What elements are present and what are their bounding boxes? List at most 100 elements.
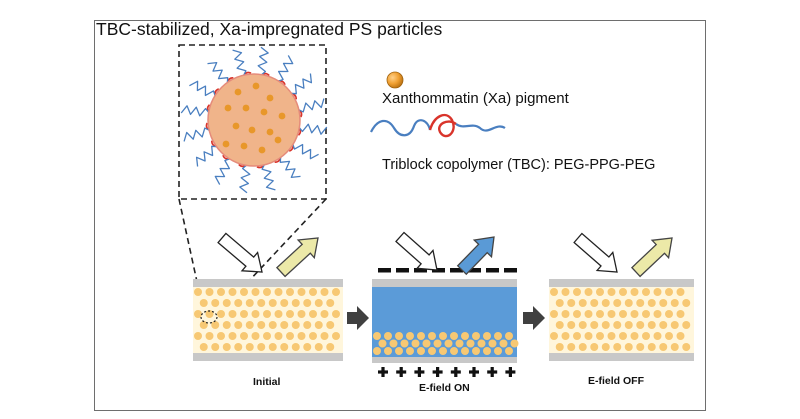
pigment-particle <box>263 288 271 296</box>
pigment-particle <box>263 332 271 340</box>
pigment-particle <box>561 288 570 296</box>
pigment-particle <box>665 332 673 340</box>
pigment-particle <box>194 310 202 318</box>
pigment-dot <box>248 126 256 134</box>
pigment-particle <box>314 343 323 351</box>
pigment-particle <box>624 343 633 351</box>
pigment-particle <box>286 332 294 340</box>
pigment-particle <box>268 299 277 307</box>
pigment-particle <box>619 332 627 340</box>
xa-legend-label: Xanthommatin (Xa) pigment <box>382 90 569 107</box>
pigment-particle <box>245 321 254 329</box>
peg-chain <box>214 157 231 185</box>
pigment-particle <box>245 299 254 307</box>
peg-chain <box>297 98 325 113</box>
pigment-particle <box>670 299 679 307</box>
hollow-arrow-icon <box>395 231 438 271</box>
process-arrow-icon <box>347 306 369 330</box>
pigment-dot <box>258 146 266 154</box>
figure-title: TBC-stabilized, Xa-impregnated PS partic… <box>96 19 443 39</box>
pigment-particle <box>653 288 662 296</box>
peg-chain <box>261 163 276 191</box>
pigment-particle <box>309 288 317 296</box>
pigment-particle <box>245 343 254 351</box>
pigment-particle <box>314 299 323 307</box>
pigment-dot <box>242 104 250 112</box>
pigment-particle <box>211 321 220 329</box>
pigment-particle <box>682 321 691 329</box>
pigment-particle <box>584 332 593 340</box>
pigment-particle <box>647 299 656 307</box>
pigment-particle <box>400 339 409 348</box>
plus-signs <box>378 367 516 377</box>
pigment-particle <box>194 332 202 340</box>
pigment-particle <box>303 343 312 351</box>
pigment-dot <box>266 94 274 102</box>
pigment-particle <box>234 321 243 329</box>
pigment-particle <box>505 347 513 355</box>
pigment-particle <box>676 332 685 340</box>
pigment-particle <box>444 339 453 348</box>
pigment-particle <box>268 321 277 329</box>
pigment-particle <box>320 288 329 296</box>
pigment-particle <box>303 321 312 329</box>
pigment-particle <box>676 288 685 296</box>
pigment-particle <box>601 343 610 351</box>
pigment-particle <box>483 332 491 340</box>
tbc-chain-icon <box>370 113 506 138</box>
plus-sign-icon <box>432 367 443 377</box>
pigment-particle <box>466 339 475 348</box>
pigment-particle <box>550 332 558 340</box>
incident-arrows <box>217 231 618 273</box>
pigment-particle <box>578 343 587 351</box>
minus-sign-icon <box>378 268 391 273</box>
pigment-dot <box>266 128 274 136</box>
pigment-particle <box>461 332 469 340</box>
pigment-particle <box>461 347 469 355</box>
pigment-particle <box>619 288 627 296</box>
plus-sign-icon <box>396 367 407 377</box>
pigment-particle <box>676 310 685 318</box>
peg-chain <box>180 105 210 117</box>
pigment-particle <box>199 321 208 329</box>
pigment-particle <box>665 310 673 318</box>
pigment-particle <box>567 343 576 351</box>
pigment-particle <box>555 299 564 307</box>
pigment-particle <box>211 343 220 351</box>
pigment-particle <box>642 310 650 318</box>
tbc-legend-label: Triblock copolymer (TBC): PEG-PPG-PEG <box>382 157 656 173</box>
pigment-particle <box>567 299 576 307</box>
pigment-particle <box>297 288 306 296</box>
pigment-particle <box>494 347 502 355</box>
pigment-particle <box>596 332 604 340</box>
pigment-particle <box>584 288 593 296</box>
minus-sign-icon <box>414 268 427 273</box>
pigment-particle <box>578 299 587 307</box>
pigment-particle <box>297 332 306 340</box>
pigment-particle <box>222 321 231 329</box>
minus-sign-icon <box>468 268 481 273</box>
pigment-particle <box>280 321 289 329</box>
pigment-particle <box>653 310 662 318</box>
pigment-particle <box>488 339 497 348</box>
pigment-particle <box>613 343 622 351</box>
peg-chain <box>207 61 229 84</box>
pigment-particle <box>332 332 340 340</box>
pigment-particle <box>291 299 300 307</box>
pigment-particle <box>422 339 431 348</box>
peg-chain <box>279 156 301 179</box>
minus-sign-icon <box>486 268 499 273</box>
pigment-particle <box>222 299 231 307</box>
pigment-particle <box>228 332 237 340</box>
pigment-particle <box>472 332 480 340</box>
peg-chain <box>239 164 251 194</box>
pigment-particle <box>309 332 317 340</box>
peg-chain <box>257 46 269 76</box>
pigment-particle <box>670 343 679 351</box>
pigment-particle <box>573 332 581 340</box>
pigment-particle <box>320 310 329 318</box>
pigment-particle <box>205 310 214 318</box>
pigment-particle <box>636 299 645 307</box>
pigment-particle <box>659 321 668 329</box>
pigment-particle <box>411 339 420 348</box>
